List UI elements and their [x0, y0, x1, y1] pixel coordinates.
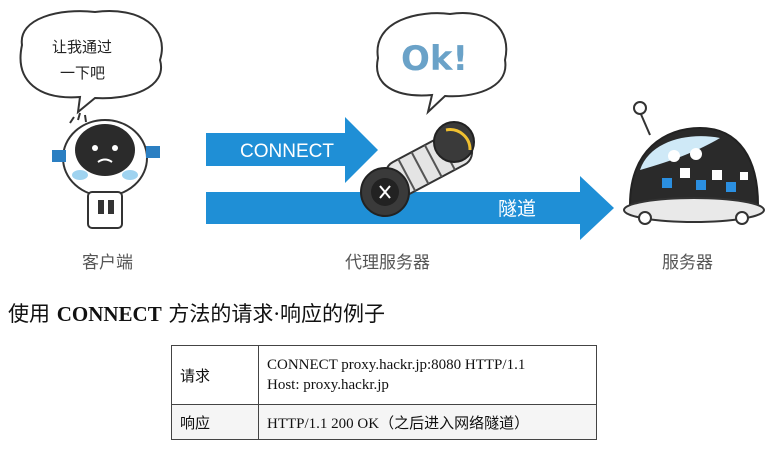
connect-arrow-label: CONNECT: [240, 141, 334, 162]
example-table: 请求 CONNECT proxy.hackr.jp:8080 HTTP/1.1 …: [171, 345, 597, 440]
proxy-speech-bubble: Ok!: [376, 12, 508, 116]
tunnel-arrow-shape: [206, 176, 614, 240]
client-label: 客户端: [82, 253, 133, 273]
figure-caption: 使用 CONNECT 方法的请求·响应的例子: [8, 298, 385, 328]
table-row-response: 响应 HTTP/1.1 200 OK（之后进入网络隧道）: [171, 404, 597, 440]
response-value: HTTP/1.1 200 OK（之后进入网络隧道）: [258, 404, 597, 440]
caption-prefix: 使用: [8, 302, 57, 326]
table-row-request: 请求 CONNECT proxy.hackr.jp:8080 HTTP/1.1 …: [171, 345, 597, 405]
request-value: CONNECT proxy.hackr.jp:8080 HTTP/1.1 Hos…: [258, 345, 597, 405]
connect-arrow-shape: [206, 117, 378, 183]
response-label: 响应: [171, 404, 259, 440]
caption-method: CONNECT: [56, 302, 162, 326]
request-line-1: CONNECT proxy.hackr.jp:8080 HTTP/1.1: [267, 357, 526, 373]
connect-diagram: 让我通过 一下吧 Ok! CONNECT 隧道: [19, 10, 765, 273]
client-speech-line1: 让我通过: [52, 38, 112, 56]
proxy-speech-text: Ok!: [401, 39, 468, 79]
proxy-label: 代理服务器: [345, 253, 430, 273]
tunnel-arrow: 隧道: [206, 176, 614, 240]
tunnel-arrow-label: 隧道: [498, 198, 536, 220]
request-label: 请求: [171, 345, 259, 405]
proxy-satellite-icon: [360, 121, 475, 217]
server-robot-icon: [623, 101, 765, 225]
client-speech-line2: 一下吧: [60, 64, 105, 82]
client-robot-icon: [52, 112, 160, 229]
request-line-2: Host: proxy.hackr.jp: [267, 377, 389, 393]
client-speech-bubble: 让我通过 一下吧: [19, 10, 163, 115]
server-label: 服务器: [662, 253, 713, 273]
connect-arrow: CONNECT: [206, 117, 378, 183]
caption-suffix: 方法的请求·响应的例子: [161, 302, 386, 326]
